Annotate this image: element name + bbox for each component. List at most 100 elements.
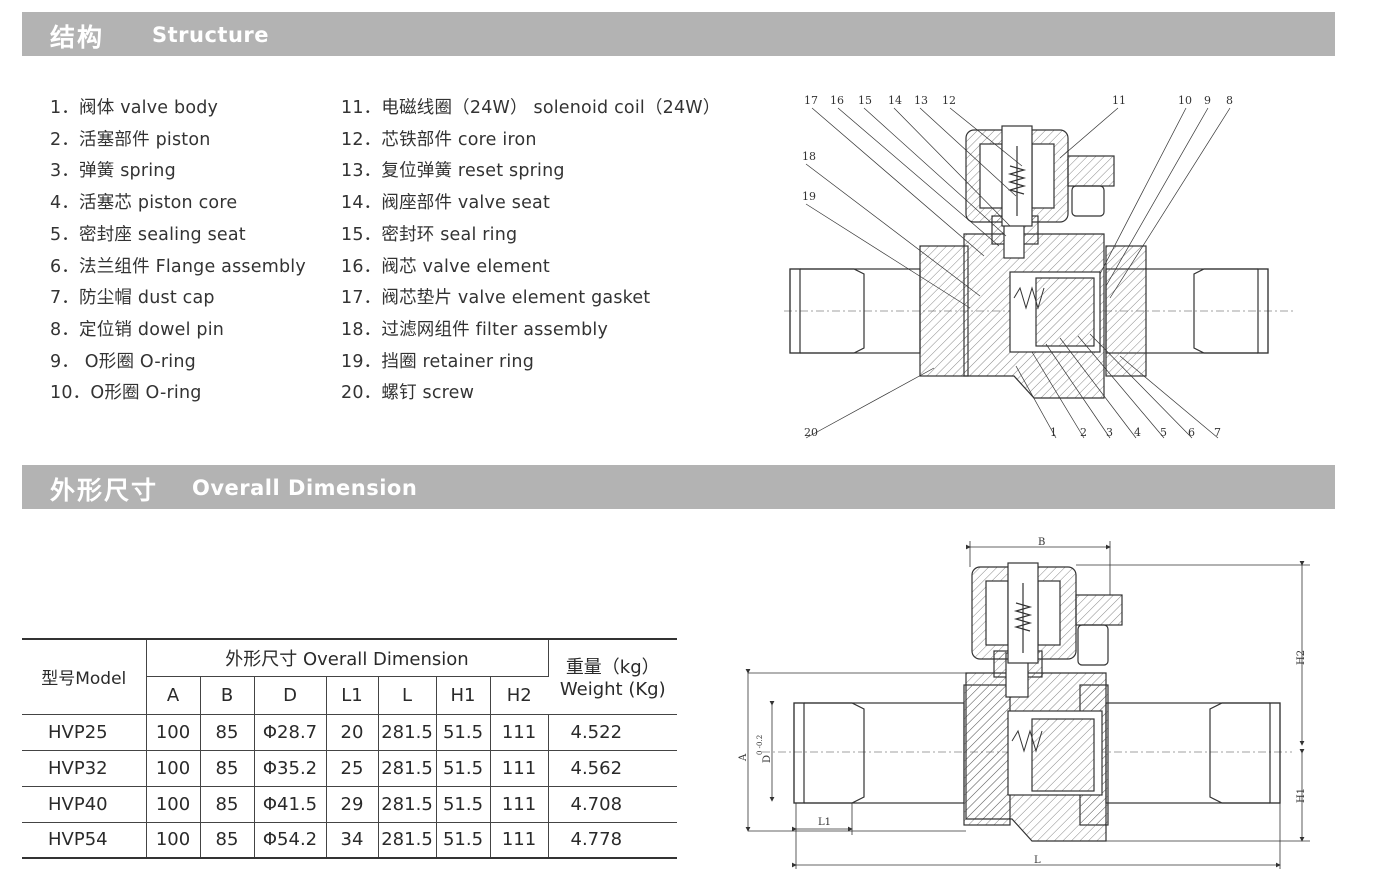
b-cell: 85 (200, 786, 255, 823)
dimension-title-zh: 外形尺寸 (50, 476, 159, 505)
column-header: L (378, 676, 437, 715)
part-item: 2．活塞部件 piston (50, 129, 211, 150)
callout-label: 14 (888, 94, 902, 107)
part-item: 15．密封环 seal ring (341, 224, 518, 245)
part-item: 10．O形圈 O-ring (50, 383, 202, 404)
part-item: 19．挡圈 retainer ring (341, 351, 535, 372)
callout-label: 1 (1050, 426, 1057, 439)
callout-label: 17 (804, 94, 818, 107)
h2-cell: 111 (490, 714, 549, 751)
callout-label: 2 (1080, 426, 1087, 439)
part-item: 11．电磁线圈（24W） solenoid coil（24W） (341, 98, 721, 118)
dimension-label-b: B (1038, 537, 1045, 548)
dimension-label-a: A (738, 753, 749, 762)
column-header: A (146, 676, 201, 715)
dimension-label-d: D (762, 755, 773, 763)
part-item: 6．法兰组件 Flange assembly (50, 256, 306, 277)
callout-label: 5 (1160, 426, 1167, 439)
callout-label: 20 (804, 426, 818, 439)
column-header: H1 (436, 676, 491, 715)
dimension-title-en: Overall Dimension (192, 476, 418, 500)
callout-label: 10 (1178, 94, 1192, 107)
callout-label: 19 (802, 190, 816, 203)
l1-cell: 34 (326, 822, 379, 859)
l1-cell: 20 (326, 714, 379, 751)
callout-label: 12 (942, 94, 956, 107)
dimension-label-h2: H2 (1296, 650, 1307, 665)
d-cell: Φ41.5 (254, 786, 327, 823)
weight-cell: 4.708 (548, 786, 677, 823)
table-row: HVP25 100 85 Φ28.7 20 281.5 51.5 111 4.5… (22, 714, 677, 751)
l1-cell: 25 (326, 750, 379, 787)
h2-cell: 111 (490, 786, 549, 823)
dimension-table: 型号Model 外形尺寸 Overall Dimension 重量（kg） We… (22, 638, 677, 859)
callout-label: 4 (1134, 426, 1141, 439)
a-cell: 100 (146, 750, 201, 787)
h1-cell: 51.5 (436, 822, 491, 859)
column-header: B (200, 676, 255, 715)
column-header: H2 (490, 676, 548, 715)
h2-cell: 111 (490, 822, 549, 859)
a-cell: 100 (146, 714, 201, 751)
model-cell: HVP40 (22, 786, 147, 823)
dimension-section-header: 外形尺寸 Overall Dimension (22, 465, 1335, 509)
callout-label: 8 (1226, 94, 1233, 107)
callout-label: 13 (914, 94, 928, 107)
callout-label: 16 (830, 94, 844, 107)
dimension-label-l: L (1034, 855, 1041, 866)
callout-label: 3 (1106, 426, 1113, 439)
l-cell: 281.5 (378, 822, 437, 859)
part-item: 16．阀芯 valve element (341, 256, 550, 277)
valve-dimension-drawing: B H2 H1 A D 0 -0.2 L1 L (738, 537, 1310, 869)
d-cell: Φ28.7 (254, 714, 327, 751)
b-cell: 85 (200, 822, 255, 859)
d-cell: Φ35.2 (254, 750, 327, 787)
part-item: 14．阀座部件 valve seat (341, 193, 551, 214)
overall-dimension-header: 外形尺寸 Overall Dimension (146, 638, 549, 677)
table-row: HVP32 100 85 Φ35.2 25 281.5 51.5 111 4.5… (22, 750, 677, 787)
table-row: HVP40 100 85 Φ41.5 29 281.5 51.5 111 4.7… (22, 786, 677, 823)
structure-title-zh: 结构 (50, 23, 105, 52)
callout-label: 18 (802, 150, 816, 163)
weight-cell: 4.778 (548, 822, 677, 859)
d-cell: Φ54.2 (254, 822, 327, 859)
h1-cell: 51.5 (436, 714, 491, 751)
l-cell: 281.5 (378, 786, 437, 823)
part-item: 9． O形圈 O-ring (50, 351, 196, 372)
callout-label: 11 (1112, 94, 1126, 107)
part-item: 3．弹簧 spring (50, 161, 176, 182)
weight-header-en: Weight (Kg) (559, 679, 666, 701)
b-cell: 85 (200, 714, 255, 751)
a-cell: 100 (146, 822, 201, 859)
callout-label: 9 (1204, 94, 1211, 107)
part-item: 1．阀体 valve body (50, 98, 219, 118)
part-item: 12．芯铁部件 core iron (341, 129, 537, 150)
weight-cell: 4.562 (548, 750, 677, 787)
part-item: 4．活塞芯 piston core (50, 193, 238, 214)
structure-title-en: Structure (152, 23, 270, 47)
h1-cell: 51.5 (436, 786, 491, 823)
structure-section-header: 结构 Structure (22, 12, 1335, 56)
b-cell: 85 (200, 750, 255, 787)
dimension-tolerance: 0 -0.2 (756, 735, 764, 755)
table-row: HVP54 100 85 Φ54.2 34 281.5 51.5 111 4.7… (22, 822, 677, 859)
callout-label: 6 (1188, 426, 1195, 439)
callout-label: 15 (858, 94, 872, 107)
h2-cell: 111 (490, 750, 549, 787)
l1-cell: 29 (326, 786, 379, 823)
dimension-label-h1: H1 (1296, 788, 1307, 803)
parts-list-right: 11．电磁线圈（24W） solenoid coil（24W） 12．芯铁部件 … (341, 93, 721, 410)
weight-cell: 4.522 (548, 714, 677, 751)
model-header: 型号Model (22, 638, 147, 715)
dimension-label-l1: L1 (818, 817, 831, 828)
model-cell: HVP54 (22, 822, 147, 859)
weight-header: 重量（kg） Weight (Kg) (548, 638, 677, 715)
model-cell: HVP32 (22, 750, 147, 787)
column-header: L1 (326, 676, 379, 715)
parts-list-left: 1．阀体 valve body 2．活塞部件 piston 3．弹簧 sprin… (50, 93, 306, 410)
part-item: 8．定位销 dowel pin (50, 319, 225, 340)
l-cell: 281.5 (378, 750, 437, 787)
a-cell: 100 (146, 786, 201, 823)
part-item: 18．过滤网组件 filter assembly (341, 319, 609, 340)
model-cell: HVP25 (22, 714, 147, 751)
